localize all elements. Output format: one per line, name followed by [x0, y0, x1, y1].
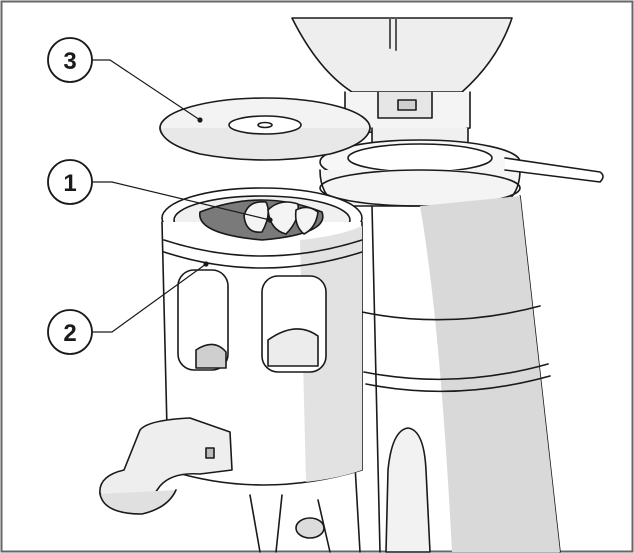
callout-2: 2 — [47, 309, 93, 355]
callout-number-1: 1 — [63, 170, 76, 197]
base-knob — [295, 517, 325, 539]
grinder-body-band-1 — [361, 305, 541, 321]
grinder-body-shade — [420, 196, 560, 552]
callout-circle-3 — [47, 37, 93, 83]
hopper-lock-slot — [397, 99, 417, 111]
callout-1: 1 — [47, 159, 93, 205]
leader-line-3 — [92, 59, 201, 121]
leader-dot-3 — [197, 117, 203, 123]
grinder-body-band-3 — [365, 375, 551, 393]
lid-rim — [159, 127, 371, 161]
dosing-container-band-2 — [163, 251, 363, 269]
window-inner-detail-left — [195, 343, 227, 369]
callout-3: 3 — [47, 37, 93, 83]
lid-center-disc — [228, 115, 302, 135]
spout-screw — [205, 447, 215, 459]
callout-leaders — [92, 59, 273, 333]
leader-dot-2 — [203, 261, 209, 267]
window-inner-detail-right — [267, 328, 319, 367]
callout-circle-1 — [47, 159, 93, 205]
leader-dot-1 — [267, 217, 273, 223]
dosing-container-band — [163, 239, 363, 257]
callout-circle-2 — [47, 309, 93, 355]
grinder-body-band-2 — [363, 363, 549, 381]
dosing-lever — [385, 427, 431, 553]
leader-line-2 — [92, 263, 207, 333]
grinder-body-side-line — [371, 205, 381, 553]
spout — [99, 417, 233, 503]
spout-lip — [99, 489, 177, 515]
grinder-illustration — [99, 17, 604, 553]
hopper-highlight — [389, 17, 397, 51]
adjustment-rod — [504, 157, 604, 183]
burr-holder-finger-3 — [294, 206, 319, 235]
callout-number-3: 3 — [63, 48, 76, 75]
lid-center-knob — [257, 121, 273, 129]
callout-number-2: 2 — [63, 320, 76, 347]
leader-line-1 — [92, 181, 271, 221]
grinder-top-ring-inner — [347, 143, 493, 173]
